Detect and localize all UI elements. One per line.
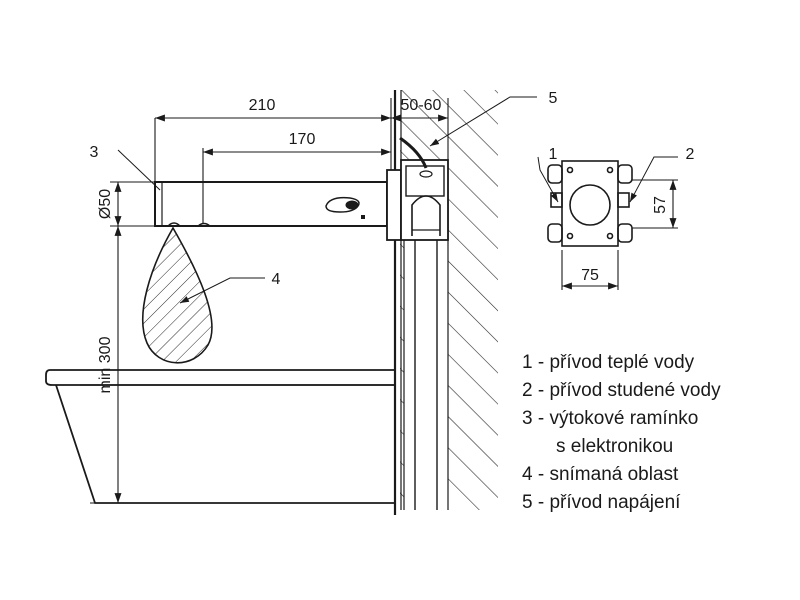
callout-leaders xyxy=(117,96,678,304)
callout-2: 2 xyxy=(686,146,695,163)
dim-diameter-50: Ø50 xyxy=(97,189,114,219)
dim-57: 57 xyxy=(652,196,669,214)
sensing-area-drop xyxy=(141,226,213,364)
legend-item-4: 4 - snímaná oblast xyxy=(522,464,679,485)
legend-item-1: 1 - přívod teplé vody xyxy=(522,352,695,373)
legend-item-3: 3 - výtokové ramínko xyxy=(522,408,698,429)
callout-1: 1 xyxy=(549,146,558,163)
callout-3: 3 xyxy=(90,144,99,161)
mounting-box-detail xyxy=(547,160,678,290)
dim-210: 210 xyxy=(249,97,276,114)
dim-min-300: min 300 xyxy=(97,336,114,393)
dimension-lines xyxy=(90,98,449,504)
dim-50-60: 50-60 xyxy=(401,97,442,114)
wall xyxy=(393,90,498,515)
spout-arm xyxy=(154,159,449,241)
legend-item-2: 2 - přívod studené vody xyxy=(522,380,721,401)
dim-170: 170 xyxy=(289,131,316,148)
power-cable xyxy=(399,136,428,169)
dim-75: 75 xyxy=(581,267,599,284)
legend: 1 - přívod teplé vody 2 - přívod studené… xyxy=(522,352,721,513)
sensor-window xyxy=(325,196,365,219)
legend-item-5: 5 - přívod napájení xyxy=(522,492,681,513)
callout-4: 4 xyxy=(272,271,281,288)
callout-5: 5 xyxy=(549,90,558,107)
legend-item-3-continued: s elektronikou xyxy=(556,436,673,457)
